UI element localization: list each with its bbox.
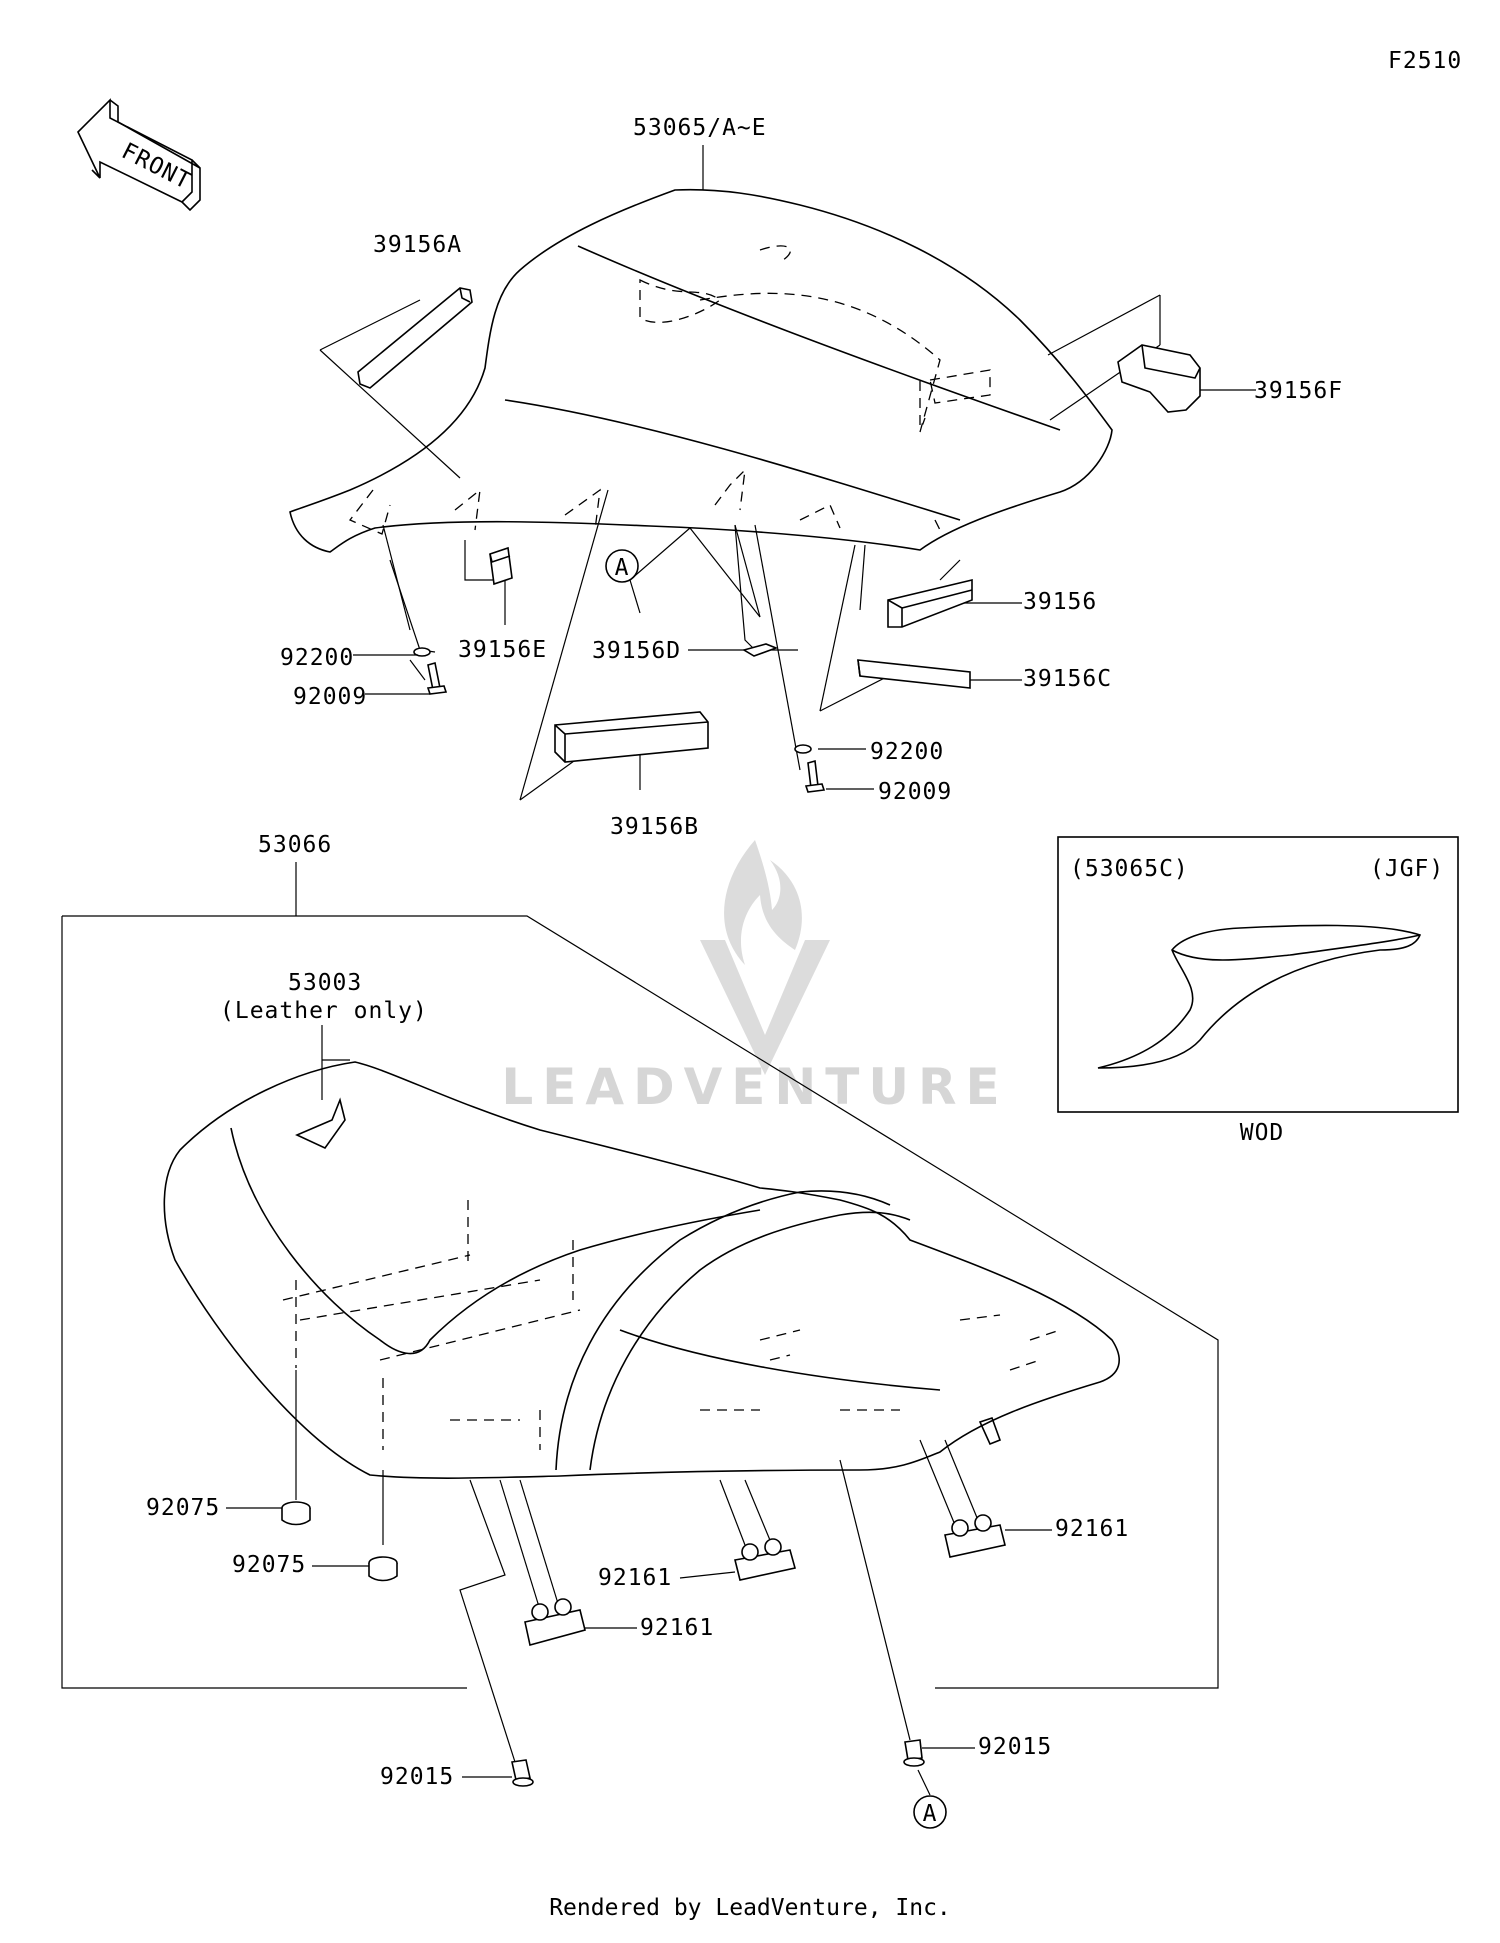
clip-92161-middle	[734, 1538, 796, 1581]
callout-circle-icon-lower: A	[913, 1769, 947, 1829]
label-39156C: 39156C	[1023, 666, 1112, 692]
lower-bracket-53066	[61, 862, 1219, 1689]
footer-credit: Rendered by LeadVenture, Inc.	[549, 1895, 951, 1921]
seat-cowl-53065	[289, 188, 1113, 553]
label-92075-b: 92075	[232, 1552, 306, 1578]
callout-circle-icon: A	[605, 549, 639, 583]
label-92015-left: 92015	[380, 1764, 454, 1790]
label-39156F: 39156F	[1254, 378, 1343, 404]
label-leather-only: (Leather only)	[220, 998, 428, 1024]
label-92161-left: 92161	[640, 1615, 714, 1641]
screw-92009-right	[804, 759, 826, 793]
label-39156: 39156	[1023, 589, 1097, 615]
screw-92009-left	[426, 661, 448, 695]
label-39156E: 39156E	[458, 637, 547, 663]
label-92161-right: 92161	[1055, 1516, 1129, 1542]
label-53066: 53066	[258, 832, 332, 858]
seat-53066	[163, 1061, 1120, 1479]
figure-code: F2510	[1388, 48, 1462, 74]
part-39156B	[554, 711, 709, 763]
inset-market: (JGF)	[1370, 856, 1444, 882]
label-53065: 53065/A~E	[633, 115, 767, 141]
clip-92161-left	[524, 1598, 586, 1646]
part-39156F	[1117, 344, 1201, 413]
label-53003: 53003	[288, 970, 362, 996]
part-39156	[887, 578, 973, 628]
part-39156A	[357, 287, 473, 389]
watermark-flame-logo	[700, 840, 830, 1075]
bushing-92015-left	[511, 1759, 534, 1787]
clip-92161-right	[944, 1514, 1006, 1558]
part-39156D	[741, 643, 779, 657]
washer-92200-right	[794, 744, 812, 754]
inset-box: (53065C) (JGF)	[1057, 836, 1459, 1113]
front-arrow-icon: FRONT	[77, 98, 201, 212]
label-39156A: 39156A	[373, 232, 462, 258]
callout-a-lower: A	[923, 1801, 938, 1827]
label-92009-right: 92009	[878, 779, 952, 805]
lower-leader-lines	[295, 1025, 981, 1763]
label-39156B: 39156B	[610, 814, 699, 840]
part-39156E	[489, 546, 513, 586]
callout-a-upper: A	[615, 555, 630, 581]
watermark-text: LEADVENTURE	[501, 1058, 1008, 1116]
label-92200-right: 92200	[870, 739, 944, 765]
label-39156D: 39156D	[592, 638, 681, 664]
grommet-92075-a	[281, 1501, 311, 1526]
label-92075-a: 92075	[146, 1495, 220, 1521]
label-92161-middle: 92161	[598, 1565, 672, 1591]
label-92015-right: 92015	[978, 1734, 1052, 1760]
inset-caption: WOD	[1240, 1120, 1285, 1146]
washer-92200-left	[413, 647, 431, 657]
label-92009-left: 92009	[293, 684, 367, 710]
label-92200-left: 92200	[280, 645, 354, 671]
grommet-92075-b	[368, 1556, 398, 1582]
bushing-92015-right	[903, 1739, 925, 1767]
part-39156C	[857, 659, 971, 689]
inset-part-ref: (53065C)	[1070, 856, 1189, 882]
